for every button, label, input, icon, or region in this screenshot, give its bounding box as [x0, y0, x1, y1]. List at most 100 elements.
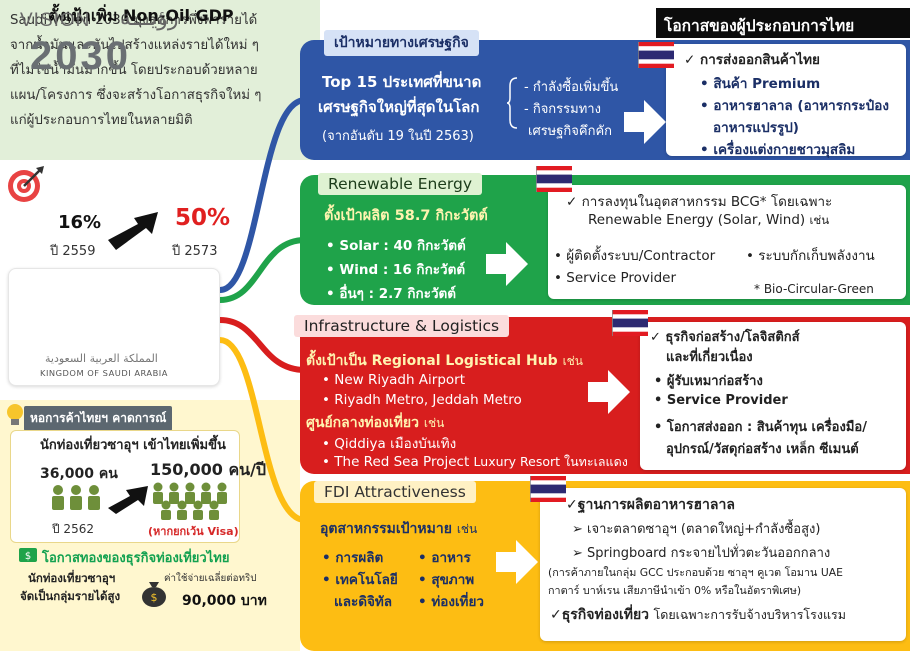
logistics-item: • Riyadh Metro, Jeddah Metro [322, 392, 522, 408]
target-title: ตั้งเป้าเพิ่ม Non-Oil GDP [48, 6, 234, 25]
tourist-to-value: 150,000 คน/ปี [150, 460, 267, 479]
logo-kingdom-text: KINGDOM OF SAUDI ARABIA [40, 368, 168, 378]
segment-line2: จัดเป็นกลุ่มรายได้สูง [20, 589, 121, 603]
tourism-item: • Qiddiya เมืองบันเทิง [322, 436, 457, 452]
check-icon: ✓ [550, 607, 562, 623]
trend-arrow-icon [108, 212, 158, 250]
bcg-note: * Bio-Circular-Green [754, 282, 874, 296]
vision-2030-logo [8, 268, 220, 386]
segment-line1: นักท่องเที่ยวซาอุฯ [28, 571, 116, 585]
spend-value: 90,000 บาท [182, 593, 267, 609]
right-arrow-icon [588, 370, 630, 414]
bracket-icon [507, 77, 518, 129]
construction-item: • Service Provider [654, 393, 788, 408]
svg-text:$: $ [151, 591, 158, 604]
economic-side2: - กิจกรรมทาง [524, 102, 601, 117]
bcg-item: • ระบบกักเก็บพลังงาน [746, 248, 875, 264]
gdp-to-value: 50% [175, 205, 231, 231]
construction-card [640, 322, 906, 470]
gdp-to-year: ปี 2573 [172, 244, 218, 259]
economic-main-line3: (จากอันดับ 19 ในปี 2563) [322, 129, 474, 144]
logo-arabic-kingdom: المملكة العربية السعودية [45, 352, 158, 365]
right-arrow-icon [486, 242, 528, 286]
economic-main-line2: เศรษฐกิจใหญ่ที่สุดในโลก [318, 98, 480, 116]
check-icon: ✓ [684, 52, 701, 68]
fdi-col1-item: • การผลิต [322, 550, 384, 566]
economic-main-line1: Top 15 ประเทศที่ขนาด [322, 73, 482, 91]
logo-arabic-vision: رؤيـــة [120, 6, 179, 31]
target-icon [8, 166, 44, 202]
gdp-from-value: 16% [58, 212, 102, 233]
intro-text-box: Saudi Vision 2030 มุ่งลดการพึ่งพารายได้ … [0, 0, 320, 160]
money-bag-icon: $ [142, 582, 166, 607]
intro-line: จากน้ำมันและหันไปสร้างแหล่งรายได้ใหม่ ๆ [10, 38, 259, 53]
right-arrow-icon [496, 540, 538, 584]
tourist-from-year: ปี 2562 [52, 522, 94, 536]
thai-opportunity-banner: โอกาสของผู้ประกอบการไทย [656, 8, 910, 38]
visa-note: (หากยกเว้น Visa) [148, 525, 239, 538]
fdi-main: อุตสาหกรรมเป้าหมาย เช่น [320, 521, 478, 537]
logistics-item: • New Riyadh Airport [322, 372, 466, 388]
halal-card [540, 488, 906, 641]
check-icon: ✓ [566, 497, 578, 513]
construction-item-cont: และที่เกี่ยวเนื่อง [666, 350, 753, 365]
economic-side1: - กำลังซื้อเพิ่มขึ้น [524, 80, 619, 95]
money-icon: $ [19, 548, 37, 562]
logo-emblem-icon [82, 44, 83, 45]
fdi-col2-item: • สุขภาพ [418, 572, 475, 588]
halal-note2: กาตาร์ บาห์เรน เสียภาษีนำเข้า 0% หรือในอ… [548, 584, 802, 597]
export-item-cont: อาหารแปรรูป) [713, 120, 799, 136]
thai-flag-icon [530, 476, 566, 502]
spend-label: ค่าใช้จ่ายเฉลี่ยต่อทริป [164, 573, 257, 584]
construction-item: ✓ ธุรกิจก่อสร้าง/โลจิสติกส์ [650, 330, 800, 345]
fdi-col2-item: • อาหาร [418, 550, 471, 566]
fdi-col1-cont: และดิจิทัล [334, 594, 393, 610]
bcg-line2: Renewable Energy (Solar, Wind) เช่น [588, 212, 830, 228]
bcg-item: • ผู้ติดตั้งระบบ/Contractor [554, 248, 716, 264]
construction-item: • ผู้รับเหมาก่อสร้าง [654, 374, 763, 389]
intro-line: แผน/โครงการ ซึ่งจะสร้างโอกาสธุรกิจใหม่ ๆ [10, 88, 262, 103]
export-item: • อาหารฮาลาล (อาหารกระป๋อง [700, 98, 889, 114]
infrastructure-tab: Infrastructure & Logistics [294, 315, 510, 337]
tourism-business: ✓ธุรกิจท่องเที่ยว โดยเฉพาะการรับจ้างบริห… [550, 607, 846, 623]
intro-line: ที่ไม่ใช่น้ำมันมากขึ้น โดยประกอบด้วยหลาย [10, 63, 258, 78]
check-icon: ✓ [650, 330, 666, 345]
bcg-item: • Service Provider [554, 270, 677, 286]
bcg-investment-card [548, 185, 906, 299]
bcg-line1: ✓ การลงทุนในอุตสาหกรรม BCG* โดยเฉพาะ [566, 194, 833, 210]
gdp-from-year: ปี 2559 [50, 244, 96, 259]
construction-item: • โอกาสส่งออก : สินค้าทุน เครื่องมือ/ [654, 420, 867, 435]
renewable-item: • Solar : 40 กิกะวัตต์ [326, 238, 466, 254]
tourism-item: • The Red Sea Project Luxury Resort ในทะ… [322, 454, 628, 470]
connector-lines [220, 97, 306, 523]
tourist-group-icon [153, 482, 227, 520]
intro-line: แก่ผู้ประกอบการไทยในหลายมิติ [10, 113, 193, 128]
lightbulb-icon [7, 404, 23, 425]
halal-sub: ➢ เจาะตลาดซาอุฯ (ตลาดใหญ่+กำลังซื้อสูง) [572, 522, 821, 537]
trend-arrow-icon [108, 486, 148, 514]
intro-line: Saudi Vision 2030 มุ่งลดการพึ่งพารายได้ [10, 13, 258, 28]
right-arrow-icon [624, 100, 666, 144]
tourism-center: ศูนย์กลางท่องเที่ยว เช่น [306, 415, 445, 431]
construction-item-cont: อุปกรณ์/วัสดุก่อสร้าง เหล็ก ซีเมนต์ [666, 442, 859, 457]
svg-text:$: $ [25, 551, 31, 562]
thai-flag-icon [612, 310, 648, 336]
fdi-tab: FDI Attractiveness [314, 481, 476, 503]
tourism-opportunity-title: โอกาสทองของธุรกิจท่องเที่ยวไทย [42, 551, 230, 566]
forecast-tag: หอการค้าไทยฯ คาดการณ์ [24, 406, 173, 431]
fdi-col2-item: • ท่องเที่ยว [418, 594, 484, 610]
halal-sub: ➢ Springboard กระจายไปทั่วตะวันออกกลาง [572, 546, 831, 561]
export-card-title: ✓ การส่งออกสินค้าไทย [684, 52, 820, 68]
economic-goal-tab: เป้าหมายทางเศรษฐกิจ [324, 30, 479, 56]
economic-side3: เศรษฐกิจคึกคัก [528, 124, 613, 139]
tourist-from-value: 36,000 คน [40, 466, 118, 482]
renewable-item: • อื่นๆ : 2.7 กิกะวัตต์ [326, 286, 457, 302]
export-item: • เครื่องแต่งกายชาวมุสลิม [700, 142, 856, 158]
thai-flag-icon [536, 166, 572, 192]
renewable-energy-tab: Renewable Energy [318, 173, 483, 195]
renewable-item: • Wind : 16 กิกะวัตต์ [326, 262, 466, 278]
renewable-main: ตั้งเป้าผลิต 58.7 กิกะวัตต์ [324, 208, 488, 224]
halal-title: ✓ฐานการผลิตอาหารฮาลาล [566, 497, 735, 513]
halal-note1: (การค้าภายในกลุ่ม GCC ประกอบด้วย ซาอุฯ ค… [548, 566, 843, 579]
logistics-main: ตั้งเป้าเป็น Regional Logistical Hub เช่… [306, 353, 584, 369]
